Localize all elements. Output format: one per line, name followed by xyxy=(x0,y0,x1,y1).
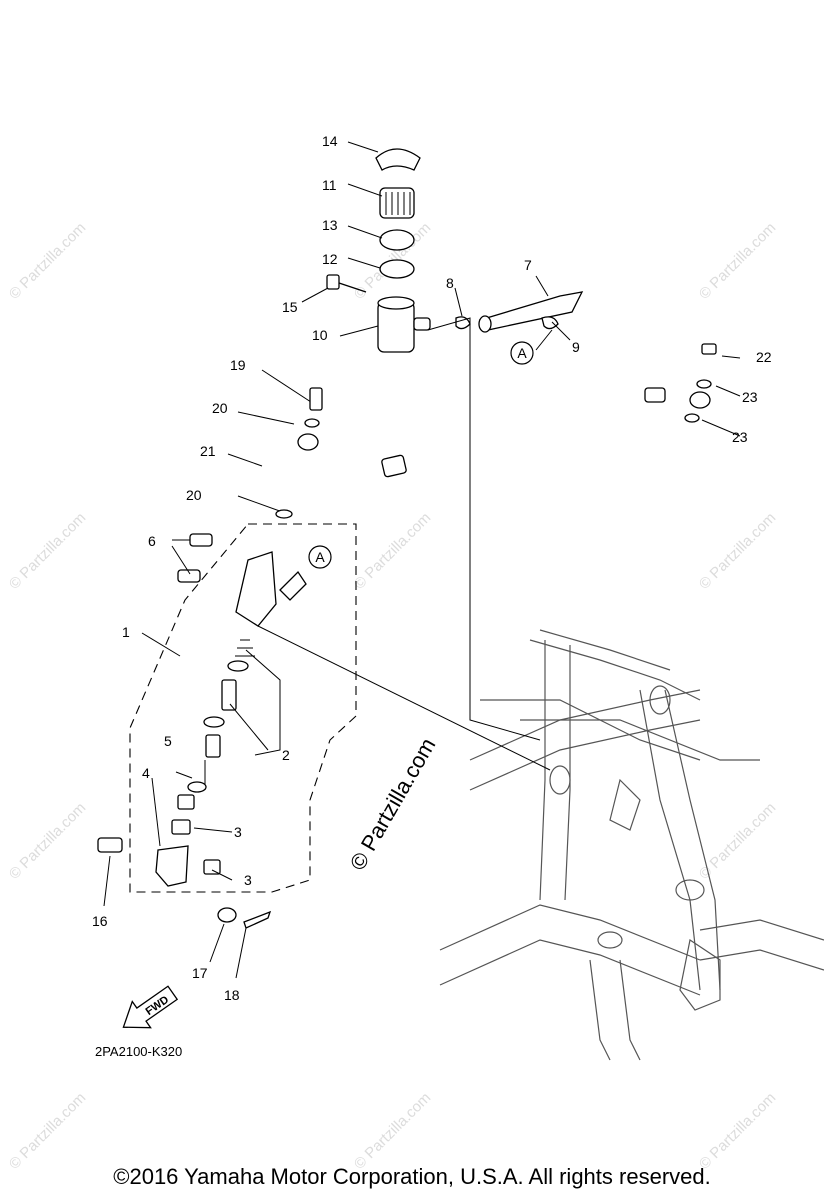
callout-3a: 3 xyxy=(234,824,242,840)
callout-19: 19 xyxy=(230,357,246,373)
callout-4: 4 xyxy=(142,765,150,781)
callout-17: 17 xyxy=(192,965,208,981)
background-watermarks: © Partzilla.com © Partzilla.com © Partzi… xyxy=(6,219,779,1172)
callout-14: 14 xyxy=(322,133,338,149)
watermark: © Partzilla.com xyxy=(6,1089,89,1172)
copyright-footer: ©2016 Yamaha Motor Corporation, U.S.A. A… xyxy=(113,1164,711,1189)
callout-9: 9 xyxy=(572,339,580,355)
ref-mark-a-upper: A xyxy=(510,341,534,365)
callout-7: 7 xyxy=(524,257,532,273)
callout-10: 10 xyxy=(312,327,328,343)
assembly-boundary xyxy=(129,523,357,893)
watermark: © Partzilla.com xyxy=(696,1089,779,1172)
callout-23b: 23 xyxy=(732,429,748,445)
callout-16: 16 xyxy=(92,913,108,929)
callout-22: 22 xyxy=(756,349,772,365)
callout-8: 8 xyxy=(446,275,454,291)
callout-2: 2 xyxy=(282,747,290,763)
callouts: 1 2 3 3 4 5 6 7 8 9 10 11 12 13 14 15 16… xyxy=(92,133,772,1003)
callout-13: 13 xyxy=(322,217,338,233)
watermark: © Partzilla.com xyxy=(351,509,434,592)
master-cylinder xyxy=(97,533,307,929)
callout-15: 15 xyxy=(282,299,298,315)
callout-6: 6 xyxy=(148,533,156,549)
vehicle-frame xyxy=(439,629,824,1061)
watermark: © Partzilla.com xyxy=(696,799,779,882)
ref-mark-label: A xyxy=(517,345,527,361)
callout-23a: 23 xyxy=(742,389,758,405)
callout-11: 11 xyxy=(322,177,337,193)
watermark: © Partzilla.com xyxy=(6,219,89,302)
callout-21: 21 xyxy=(200,443,216,459)
callout-5: 5 xyxy=(164,733,172,749)
center-watermark: © Partzilla.com xyxy=(345,734,441,875)
watermark: © Partzilla.com xyxy=(6,509,89,592)
callout-3b: 3 xyxy=(244,872,252,888)
callout-12: 12 xyxy=(322,251,338,267)
brake-hose xyxy=(260,386,711,500)
watermark: © Partzilla.com xyxy=(351,1089,434,1172)
leader-lines xyxy=(103,141,741,979)
reservoir-assembly xyxy=(326,148,584,353)
fwd-arrow: FWD xyxy=(122,985,179,1029)
callout-18: 18 xyxy=(224,987,240,1003)
watermark: © Partzilla.com xyxy=(696,219,779,302)
callout-20b: 20 xyxy=(186,487,202,503)
washers xyxy=(275,343,717,519)
callout-20a: 20 xyxy=(212,400,228,416)
diagram-code: 2PA2100-K320 xyxy=(95,1044,182,1059)
callout-1: 1 xyxy=(122,624,130,640)
watermark: © Partzilla.com xyxy=(696,509,779,592)
watermark: © Partzilla.com xyxy=(6,799,89,882)
ref-mark-label: A xyxy=(315,549,325,565)
ref-mark-a-lower: A xyxy=(308,545,332,569)
